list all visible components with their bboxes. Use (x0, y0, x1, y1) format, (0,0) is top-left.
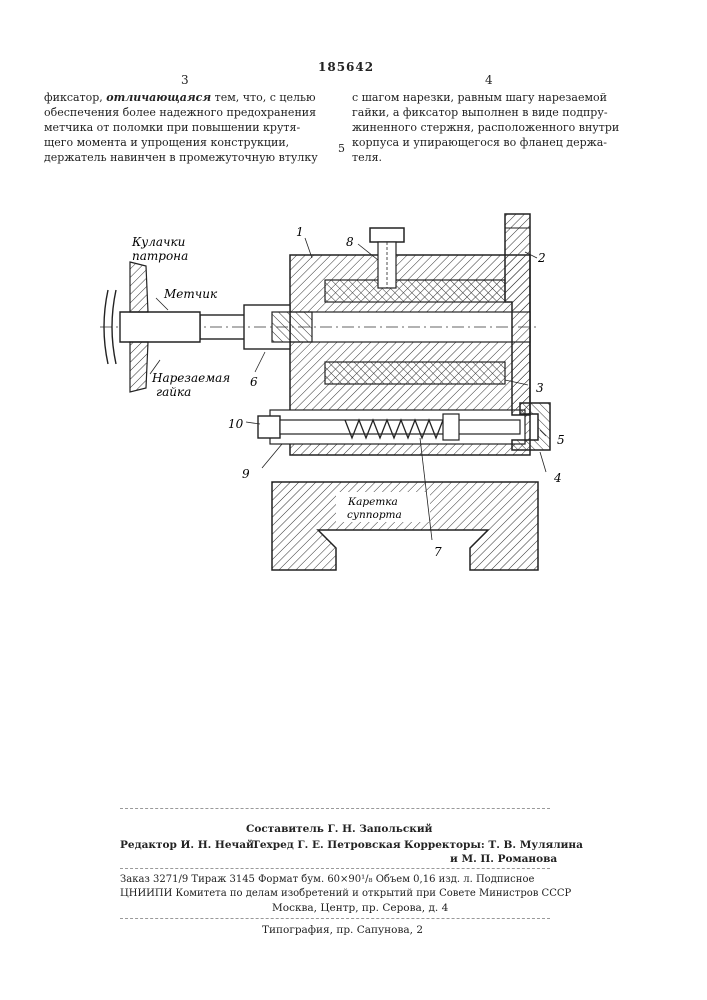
label-nut: Нарезаемая (151, 371, 230, 385)
carriage-block (272, 482, 538, 570)
label-carriage-2: суппорта (347, 509, 402, 521)
separator-line (120, 868, 550, 869)
callout-9: 9 (242, 467, 250, 481)
compiler: Составитель Г. Н. Запольский (246, 822, 432, 836)
callout-5: 5 (557, 433, 565, 447)
callout-7: 7 (434, 545, 442, 559)
label-chuck-jaws: Кулачки (131, 235, 185, 249)
callout-1: 1 (296, 225, 304, 239)
callout-4: 4 (553, 471, 562, 485)
separator-line (120, 808, 550, 809)
institute-address: Москва, Центр, пр. Серова, д. 4 (272, 901, 448, 915)
correctors-2: и М. П. Романова (450, 852, 557, 866)
label-chuck-jaws-2: патрона (132, 249, 188, 263)
printing-house: Типография, пр. Сапунова, 2 (262, 923, 423, 937)
correctors: Корректоры: Т. В. Мулялина (404, 838, 583, 852)
label-carriage: Каретка (347, 496, 398, 508)
institute-info: ЦНИИПИ Комитета по делам изобретений и о… (120, 887, 571, 901)
callout-10: 10 (228, 417, 244, 431)
callout-6: 6 (250, 375, 258, 389)
techred: Техред Г. Е. Петровская (252, 838, 401, 852)
editor: Редактор И. Н. Нечай (120, 838, 254, 852)
separator-line (120, 918, 550, 919)
label-tap: Метчик (163, 287, 218, 301)
label-nut-2: гайка (156, 385, 191, 399)
callout-2: 2 (537, 251, 546, 265)
order-info: Заказ 3271/9 Тираж 3145 Формат бум. 60×9… (120, 873, 534, 887)
callout-8: 8 (346, 235, 354, 249)
callout-3: 3 (536, 381, 544, 395)
